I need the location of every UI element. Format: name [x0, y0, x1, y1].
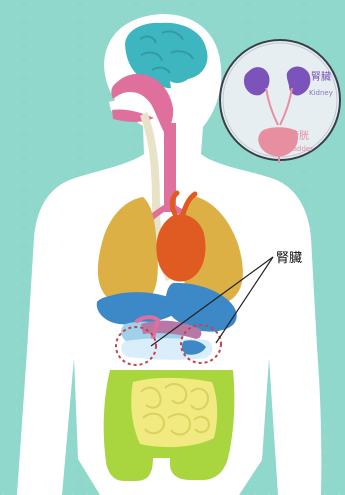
inset-bladder-label-zh: 膀胱 — [289, 129, 309, 142]
heart — [156, 214, 205, 281]
inset-bladder-label-en: Bladder — [286, 145, 313, 153]
inset-kidney-label-zh: 腎臟 — [311, 70, 331, 83]
inset-kidney-label-en: Kidney — [309, 89, 333, 97]
kidney-callout-label: 腎臟 — [276, 251, 302, 266]
